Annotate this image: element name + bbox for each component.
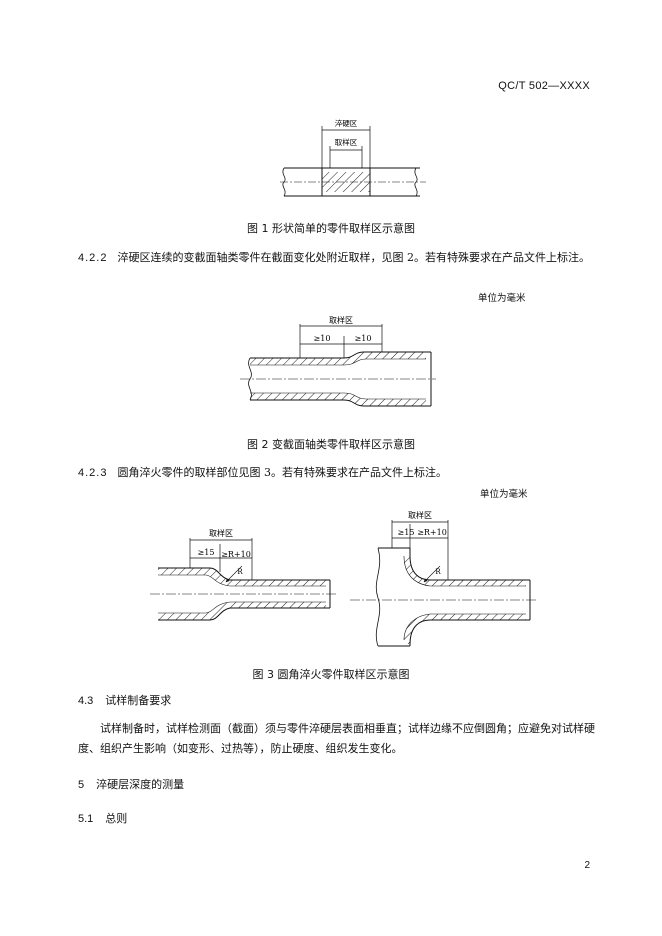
clause-number: 4.2.2 (78, 252, 108, 264)
fig2-label-sample-zone: 取样区 (329, 315, 353, 325)
clause-number: 4.2.3 (78, 467, 108, 479)
section-number: 4.3 (78, 695, 94, 707)
section-title: 总则 (105, 812, 128, 825)
section-title: 试样制备要求 (105, 694, 172, 707)
figure-3-right-diagram: 取样区 ≥15 ≥R+10 R (350, 510, 536, 647)
fig3-right-dim-r10: ≥R+10 (417, 528, 447, 537)
document-code: QC/T 502—XXXX (498, 80, 590, 92)
fig2-dim-left: ≥10 (314, 334, 331, 343)
fig3-left-dim-r10: ≥R+10 (221, 550, 251, 559)
section-heading-5-1: 5.1 总则 (78, 810, 127, 826)
section-title: 淬硬层深度的测量 (96, 778, 185, 791)
fig2-dim-right: ≥10 (355, 334, 372, 343)
unit-label: 单位为毫米 (478, 293, 526, 304)
paragraph-4-3: 试样制备时，试样检测面（截面）须与零件淬硬层表面相垂直；试样边缘不应倒圆角；应避… (78, 722, 595, 755)
figure-3-caption: 图 3 圆角淬火零件取样区示意图 (252, 668, 410, 681)
paragraph-4-2-3: 4.2.3 圆角淬火零件的取样部位见图 3。若有特殊要求在产品文件上标注。 (78, 463, 598, 483)
fig3-left-label-sample-zone: 取样区 (209, 528, 233, 538)
figure-3-left-diagram: 取样区 ≥15 ≥R+10 R (150, 528, 336, 621)
page-number: 2 (584, 860, 590, 871)
section-number: 5 (78, 779, 85, 791)
figure-2-caption: 图 2 变截面轴类零件取样区示意图 (247, 438, 415, 451)
figure-1-diagram: 淬硬区 取样区 (280, 118, 426, 197)
fig3-right-label-sample-zone: 取样区 (408, 510, 432, 520)
figure-2-diagram: 取样区 ≥10 ≥10 (240, 315, 436, 407)
clause-text: 淬硬区连续的变截面轴类零件在截面变化处附近取样，见图 2。若有特殊要求在产品文件… (117, 251, 590, 264)
section-heading-4-3: 4.3 试样制备要求 (78, 692, 171, 708)
clause-text: 圆角淬火零件的取样部位见图 3。若有特殊要求在产品文件上标注。 (117, 466, 447, 479)
fig3-right-radius-label: R (435, 568, 441, 576)
section-number: 5.1 (78, 813, 94, 825)
fig1-label-sample-zone: 取样区 (335, 137, 358, 147)
fig3-left-radius-label: R (237, 568, 243, 576)
fig3-left-dim-15: ≥15 (198, 548, 215, 557)
paragraph-4-2-2: 4.2.2 淬硬区连续的变截面轴类零件在截面变化处附近取样，见图 2。若有特殊要求… (78, 248, 598, 268)
figure-1-caption: 图 1 形状简单的零件取样区示意图 (247, 222, 415, 235)
section-heading-5: 5 淬硬层深度的测量 (78, 776, 184, 792)
fig3-right-dim-15: ≥15 (398, 528, 415, 537)
unit-label: 单位为毫米 (480, 489, 528, 500)
fig1-label-hardened-zone: 淬硬区 (335, 118, 358, 128)
